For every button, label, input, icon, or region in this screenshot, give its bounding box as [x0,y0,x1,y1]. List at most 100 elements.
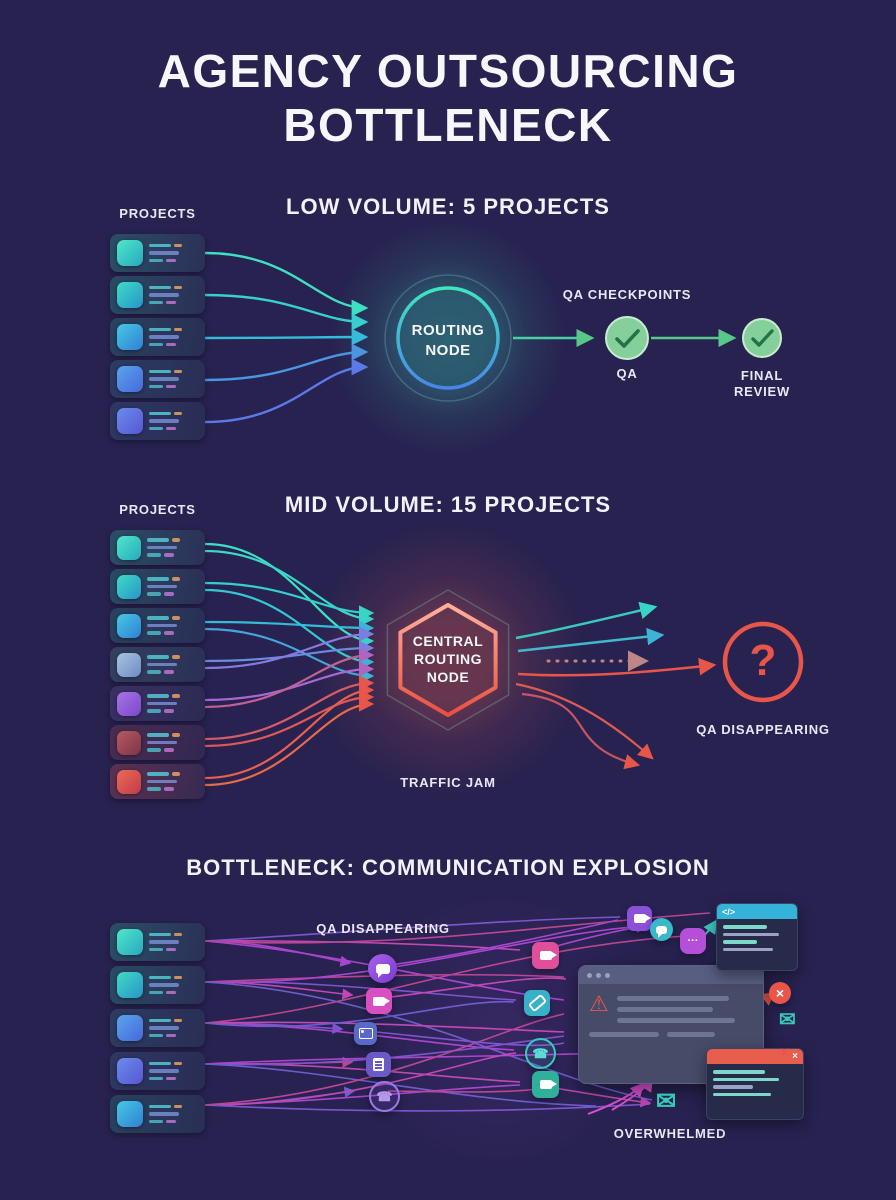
project-icon [117,972,143,998]
section3-heading: BOTTLENECK: COMMUNICATION EXPLOSION [186,855,710,880]
project-icon [117,730,141,755]
phone-icon: ☎ [525,1038,556,1069]
code-lines [707,1064,803,1102]
project-icon [117,929,143,955]
error-x-icon: × [780,1043,790,1062]
project-card [110,234,205,272]
project-text-lines [147,616,198,635]
chat-icon [368,954,397,983]
input-flow-lines [204,251,369,424]
envelope-icon: ✉ [779,1009,796,1031]
section1-projects-label: PROJECTS [119,206,196,221]
question-mark: ? [749,636,777,685]
input-flow-lines-tangle [204,542,375,787]
project-icon [117,1058,143,1084]
qa-disappearing-label-bottom: QA DISAPPEARING [316,921,450,936]
project-icon [117,1015,143,1041]
project-icon [117,240,143,266]
section2-projects-label: PROJECTS [119,502,196,517]
project-icon [117,652,141,677]
attachment-icon [366,1052,391,1077]
routing-node-label: ROUTING NODE [411,322,485,359]
window-dot [596,972,601,978]
code-lines [717,919,797,957]
project-icon [117,535,141,560]
chat-icon: ··· [680,928,706,954]
video-icon [532,1071,559,1098]
envelope-icon: ✉ [656,1088,677,1115]
project-text-lines [147,733,198,752]
qa-label: QA [616,366,638,381]
project-text-lines [149,411,198,431]
project-card [110,318,205,356]
project-card [110,1009,205,1047]
browser-content: ⚠ [579,984,763,1026]
output-flow-lines [515,601,717,770]
qa-check-icon [605,316,649,360]
project-icon [117,574,141,599]
project-icon [117,324,143,350]
close-icon: × [792,1051,798,1062]
error-icon: × [769,982,791,1004]
phone-icon: ☎ [369,1081,400,1112]
project-icon [117,613,141,638]
project-text-lines [149,285,198,305]
project-text-lines [149,327,198,347]
project-text-lines [149,243,198,263]
code-window-bottom: × [706,1048,804,1120]
project-text-lines [149,1104,198,1124]
qa-checkpoints-label: QA CHECKPOINTS [562,287,692,302]
chat-icon [650,918,673,941]
video-icon [627,906,652,931]
window-dot [605,972,610,978]
project-card [110,530,205,565]
project-card [110,360,205,398]
code-window-top: </> [716,903,798,971]
project-text-lines [149,932,198,952]
project-card [110,647,205,682]
image-icon [354,1022,377,1045]
project-icon [117,408,143,434]
content-lines [616,993,735,1023]
project-card [110,686,205,721]
code-window-header: × [707,1049,803,1064]
project-card-list-1 [110,234,205,440]
project-card [110,276,205,314]
browser-window: ⚠ [578,965,764,1084]
project-icon [117,769,141,794]
project-icon [117,282,143,308]
project-card-list-2 [110,530,205,799]
project-icon [117,691,141,716]
warning-icon: ⚠ [589,991,609,1016]
final-review-check-icon [742,318,782,358]
traffic-jam-label: TRAFFIC JAM [400,775,496,790]
project-card [110,764,205,799]
page-title: AGENCY OUTSOURCING BOTTLENECK [157,45,739,152]
project-text-lines [147,694,198,713]
project-card [110,923,205,961]
project-icon [117,1101,143,1127]
project-card [110,725,205,760]
code-icon: </> [722,906,736,917]
project-text-lines [149,975,198,995]
project-text-lines [147,655,198,674]
project-text-lines [149,1061,198,1081]
project-text-lines [147,772,198,791]
project-card [110,966,205,1004]
window-dot [587,972,592,978]
project-text-lines [149,369,198,389]
final-review-label: FINAL REVIEW [733,368,791,400]
qa-disappearing-label-mid: QA DISAPPEARING [696,722,830,737]
project-icon [117,366,143,392]
project-text-lines [147,538,198,557]
project-text-lines [147,577,198,596]
video-icon [532,942,559,969]
overwhelmed-label: OVERWHELMED [613,1126,727,1141]
project-card [110,569,205,604]
project-card [110,1095,205,1133]
section1-heading: LOW VOLUME: 5 PROJECTS [286,194,610,219]
section2-heading: MID VOLUME: 15 PROJECTS [284,492,612,517]
code-window-header: </> [717,904,797,919]
browser-header [579,966,763,984]
